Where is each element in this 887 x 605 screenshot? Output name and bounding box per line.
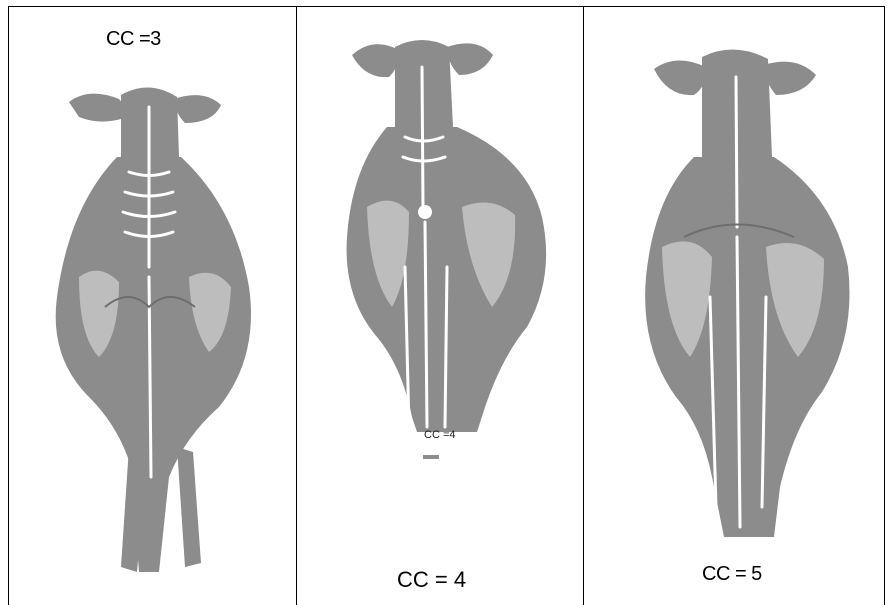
panel-cc3: CC =3 (9, 7, 296, 605)
cow-illustration-cc5 (584, 7, 884, 605)
panel-cc5: CC = 5 (584, 7, 884, 605)
panel-label-cc3: CC =3 (106, 28, 161, 51)
panel-label-cc5: CC = 5 (702, 563, 762, 586)
panel-cc4: CC =4 CC = 4 (297, 7, 583, 605)
panel-label-cc4: CC = 4 (397, 567, 466, 593)
panel-small-label-cc4: CC =4 (424, 429, 456, 441)
cow-illustration-cc4 (297, 7, 583, 605)
cow-illustration-cc3 (9, 7, 296, 605)
